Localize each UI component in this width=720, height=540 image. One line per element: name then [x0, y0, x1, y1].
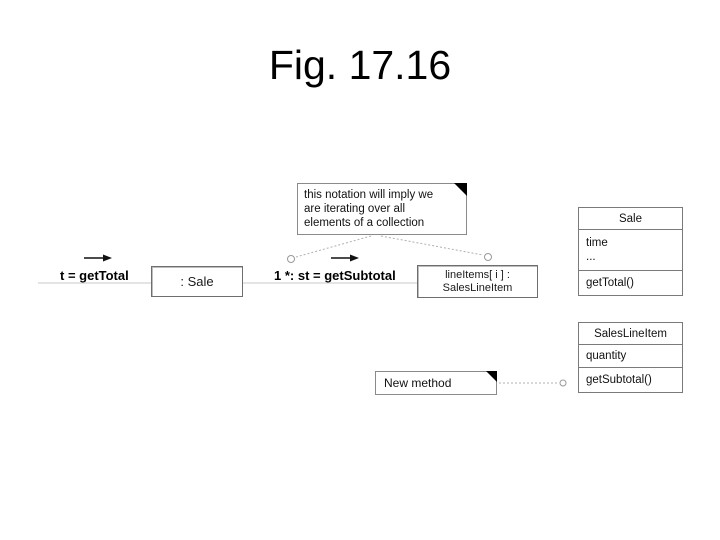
class-attributes-sale: time ... — [579, 230, 682, 271]
class-methods-saleslineitem: getSubtotal() — [579, 368, 682, 392]
note-connector-right — [380, 235, 484, 256]
message-arrowhead-getsubtotal-icon — [350, 254, 359, 262]
class-method: getSubtotal() — [586, 374, 652, 386]
class-methods-sale: getTotal() — [579, 271, 682, 295]
object-label-lineitem-line2: SalesLineItem — [442, 281, 513, 294]
class-box-saleslineitem: SalesLineItem quantity getSubtotal() — [578, 322, 683, 393]
note-anchor-circle-left — [287, 255, 295, 263]
iteration-note-line: this notation will imply we — [304, 189, 434, 201]
iteration-note-line: are iterating over all — [304, 203, 405, 215]
class-box-sale: Sale time ... getTotal() — [578, 207, 683, 296]
message-arrowhead-gettotal-icon — [103, 254, 112, 262]
note-anchor-circle-right — [484, 253, 492, 261]
class-attribute: ... — [586, 251, 596, 263]
class-method: getTotal() — [586, 277, 634, 289]
object-box-sale: : Sale — [151, 266, 243, 297]
iteration-note-line: elements of a collection — [304, 217, 425, 229]
iteration-note: this notation will imply we are iteratin… — [297, 183, 467, 235]
new-method-note: New method — [375, 371, 497, 395]
class-attributes-saleslineitem: quantity — [579, 345, 682, 368]
class-name-saleslineitem: SalesLineItem — [579, 323, 682, 345]
message-label-getsubtotal: 1 *: st = getSubtotal — [274, 268, 396, 283]
note-fold-icon — [486, 371, 497, 382]
class-attribute: quantity — [586, 350, 627, 362]
new-method-note-text: New method — [384, 376, 452, 390]
note-connector-left — [295, 235, 372, 258]
note-fold-icon — [454, 183, 467, 196]
object-label-sale: : Sale — [180, 274, 214, 289]
object-box-lineitem: lineItems[ i ] : SalesLineItem — [417, 265, 538, 298]
class-attribute: time — [586, 237, 608, 249]
message-label-gettotal: t = getTotal — [60, 268, 129, 283]
slide-title: Fig. 17.16 — [268, 42, 452, 88]
class-name-sale: Sale — [579, 208, 682, 230]
newmethod-anchor-circle — [559, 379, 567, 387]
object-label-lineitem-line1: lineItems[ i ] : — [445, 268, 510, 281]
